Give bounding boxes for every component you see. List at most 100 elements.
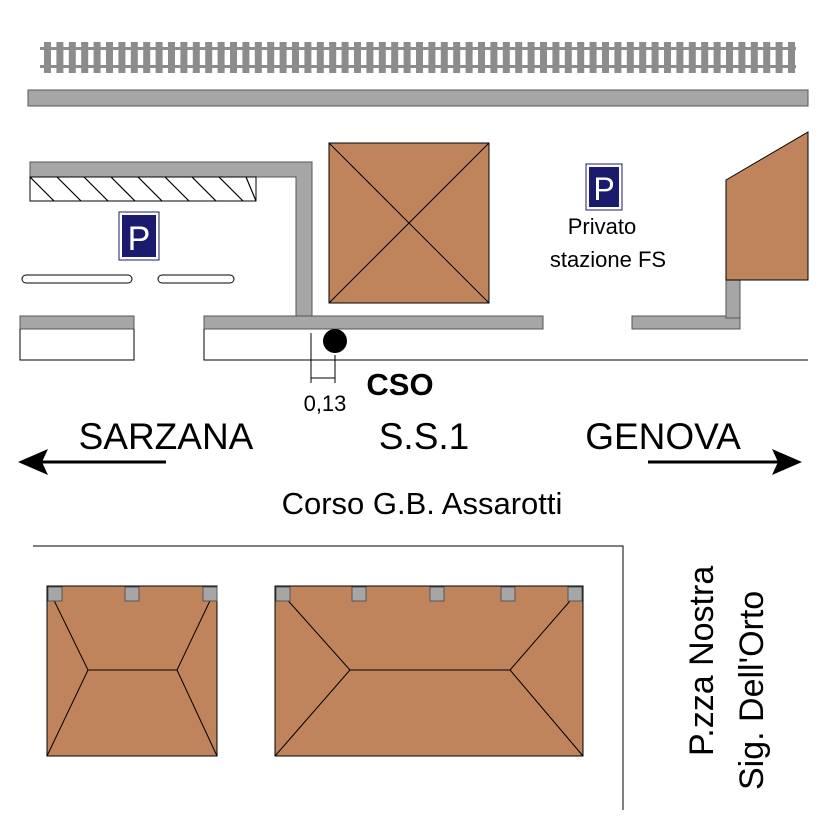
route-label: S.S.1 (379, 416, 470, 457)
railway-tie (577, 42, 585, 73)
railway-tie (527, 42, 535, 73)
west-destination: SARZANA (79, 416, 254, 457)
railway-tie (130, 42, 138, 73)
railway-tie (354, 42, 361, 73)
railway-tie (292, 42, 299, 73)
railway-tie (106, 42, 113, 73)
railway-tie (304, 42, 312, 73)
railway-tie (180, 42, 188, 73)
railway-tie (453, 42, 461, 73)
square-name: P.zza Nostra (683, 566, 721, 756)
railway-tie (428, 42, 436, 73)
railway-tie (614, 42, 622, 73)
roadside-wall (631, 315, 741, 330)
marker-label: CSO (366, 367, 433, 402)
parking-divider (21, 274, 133, 284)
hatch-line (245, 176, 257, 202)
railway-tie (254, 42, 262, 73)
railway-tie (56, 42, 64, 73)
railway-tie (602, 42, 609, 73)
arrow-left-icon (18, 449, 166, 475)
railway-tie (738, 42, 746, 73)
block-boundary (33, 545, 624, 810)
railway-tie (403, 42, 411, 73)
parking-sign-icon: P (118, 211, 160, 261)
hatch-line (191, 176, 217, 202)
railway-tie (651, 42, 659, 73)
railway-tie (416, 42, 423, 73)
railway-tie (341, 42, 349, 73)
railway-tie (490, 42, 498, 73)
sidewalk-edge (203, 329, 808, 361)
railway-tie (664, 42, 671, 73)
railway-tie (68, 42, 76, 73)
railway-tie (750, 42, 758, 73)
railway-tie (540, 42, 547, 73)
private-parking-label: stazione FS (550, 247, 666, 272)
south-building-west (46, 585, 218, 757)
distance-bracket (310, 333, 336, 383)
hatch-line (83, 176, 109, 202)
distance-label: 0,13 (304, 391, 347, 416)
location-dot-icon (323, 329, 347, 353)
railway-tie (788, 42, 795, 73)
covered-parking (29, 176, 257, 202)
platform-wall (27, 89, 809, 107)
railway-tie (230, 42, 237, 73)
square-name: Sig. Dell'Orto (733, 591, 771, 790)
railway-tie (726, 42, 733, 73)
railway-tie (366, 42, 374, 73)
railway-tie (44, 42, 51, 73)
railway-tie (478, 42, 485, 73)
railway-tie (515, 42, 523, 73)
railway-tie (217, 42, 225, 73)
railway-tie (502, 42, 510, 73)
railway-tie (676, 42, 684, 73)
railway-tie (564, 42, 572, 73)
railway-tie (143, 42, 151, 73)
railway-tie (118, 42, 126, 73)
railway-tie (242, 42, 250, 73)
railway-tie (168, 42, 175, 73)
parking-symbol: P (128, 220, 151, 258)
sidewalk-edge (19, 329, 135, 361)
railway-tie (93, 42, 101, 73)
roadside-wall (725, 277, 741, 319)
railway-track-icon (40, 42, 796, 73)
roadside-wall (19, 315, 135, 330)
east-building (725, 131, 809, 281)
railway-tie (552, 42, 560, 73)
hatch-line (137, 176, 163, 202)
railway-tie (279, 42, 287, 73)
railway-tie (329, 42, 337, 73)
railway-tie (626, 42, 634, 73)
hatch-line (56, 176, 82, 202)
railway-tie (775, 42, 783, 73)
hatch-line (218, 176, 244, 202)
railway-tie (639, 42, 647, 73)
railway-tie (763, 42, 771, 73)
south-building-east (274, 585, 584, 757)
railway-tie (701, 42, 709, 73)
railway-tie (378, 42, 386, 73)
parking-divider (157, 274, 235, 284)
railway-tie (192, 42, 200, 73)
railway-tie (589, 42, 597, 73)
street-name: Corso G.B. Assarotti (282, 486, 563, 521)
arrow-right-icon (648, 449, 802, 475)
railway-tie (688, 42, 696, 73)
railway-tie (267, 42, 275, 73)
hatch-line (164, 176, 190, 202)
railway-tie (316, 42, 324, 73)
railway-tie (205, 42, 213, 73)
railway-tie (391, 42, 399, 73)
roadside-wall (203, 315, 544, 330)
railway-tie (81, 42, 89, 73)
railway-tie (440, 42, 448, 73)
parking-sign-icon: P (585, 163, 623, 211)
railway-tie (155, 42, 163, 73)
hatch-line (110, 176, 136, 202)
railway-tie (713, 42, 721, 73)
private-parking-label: Privato (568, 214, 636, 239)
